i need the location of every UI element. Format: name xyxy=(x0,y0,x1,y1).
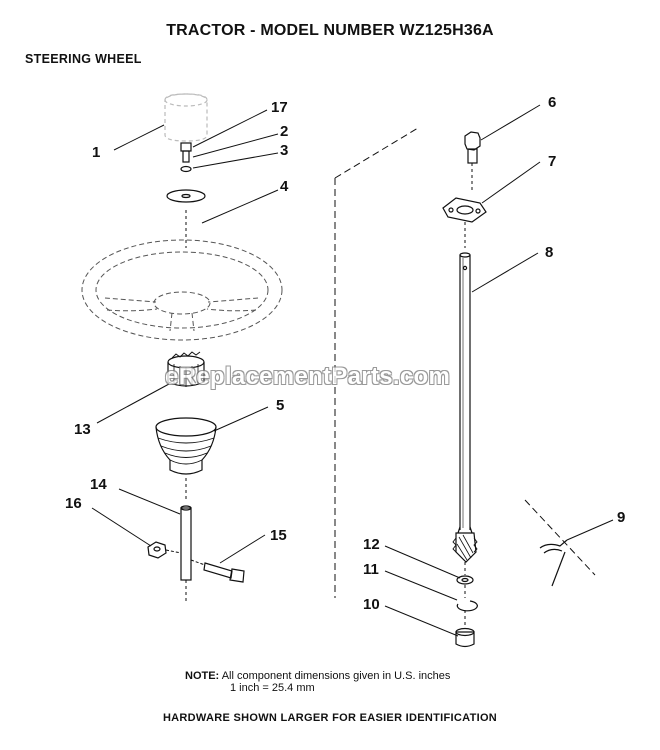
callout-12: 12 xyxy=(363,536,380,553)
callout-1: 1 xyxy=(92,144,100,161)
steering-wheel xyxy=(81,239,283,341)
callout-13: 13 xyxy=(74,421,91,438)
note-line-1: All component dimensions given in U.S. i… xyxy=(221,670,451,682)
lock-washer xyxy=(180,165,192,173)
spline-adapter xyxy=(167,351,205,387)
callout-10: 10 xyxy=(363,596,380,613)
diagram-title: TRACTOR - MODEL NUMBER WZ125H36A xyxy=(166,22,494,39)
flat-washer xyxy=(166,189,206,203)
flange-bearing xyxy=(442,197,487,248)
steering-link xyxy=(539,539,568,587)
hub-cap xyxy=(164,93,208,142)
note-line-2: 1 inch = 25.4 mm xyxy=(230,682,315,694)
hex-nut xyxy=(147,541,182,559)
callout-8: 8 xyxy=(545,244,553,261)
callout-9: 9 xyxy=(617,509,625,526)
callout-16: 16 xyxy=(65,495,82,512)
callout-5: 5 xyxy=(276,397,284,414)
section-title: STEERING WHEEL xyxy=(25,52,142,66)
separator-panel xyxy=(334,127,596,598)
callout-6: 6 xyxy=(548,94,556,111)
leader-lines xyxy=(91,104,614,637)
footer-caption: HARDWARE SHOWN LARGER FOR EASIER IDENTIF… xyxy=(162,712,498,724)
dimension-note: NOTE: All component dimensions given in … xyxy=(185,670,450,694)
callout-11: 11 xyxy=(363,561,379,578)
cap-bolt xyxy=(180,142,192,163)
callout-labels: 1 17 2 3 4 6 7 8 13 5 14 16 15 12 11 10 … xyxy=(65,94,625,613)
shaft-washer xyxy=(456,575,474,585)
shaft-coupler xyxy=(180,505,192,602)
retaining-ring xyxy=(456,600,478,612)
note-label: NOTE: xyxy=(185,670,220,682)
callout-15: 15 xyxy=(270,527,287,544)
callout-17: 17 xyxy=(271,99,288,116)
steering-bellows xyxy=(155,417,217,500)
coupler-bolt xyxy=(190,559,245,583)
callout-3: 3 xyxy=(280,142,288,159)
pinion-gear xyxy=(452,532,478,563)
callout-7: 7 xyxy=(548,153,556,170)
callout-2: 2 xyxy=(280,123,288,140)
callout-4: 4 xyxy=(280,178,289,195)
callout-14: 14 xyxy=(90,476,107,493)
flange-bolt xyxy=(464,131,481,193)
steering-shaft xyxy=(457,252,473,534)
bushing xyxy=(455,627,475,648)
